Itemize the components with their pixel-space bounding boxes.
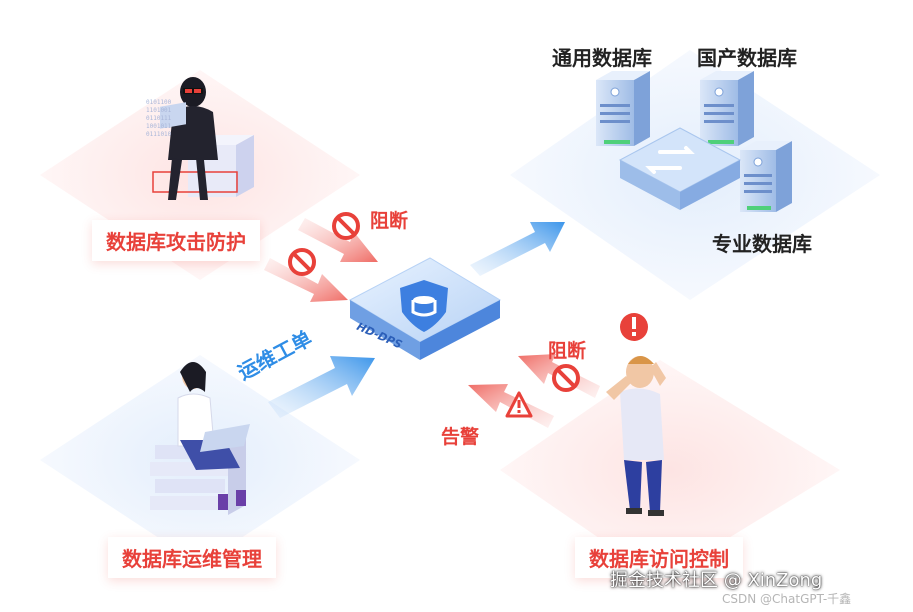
svg-text:1001011: 1001011 bbox=[146, 123, 172, 130]
block-icon bbox=[332, 212, 360, 240]
svg-text:0110111: 0110111 bbox=[146, 115, 172, 122]
module-access-control-label: 数据库访问控制 bbox=[575, 537, 743, 578]
db-general-label: 通用数据库 bbox=[552, 46, 652, 70]
watermark-sub: CSDN @ChatGPT-千鑫 bbox=[722, 592, 852, 606]
watermark-main: 掘金技术社区 @ XinZong bbox=[610, 570, 823, 591]
db-domestic-label: 国产数据库 bbox=[697, 46, 797, 70]
hd-dps-device bbox=[348, 257, 502, 360]
block-icon bbox=[288, 248, 316, 276]
arrow-attack-lower bbox=[264, 258, 348, 302]
block-icon bbox=[552, 364, 580, 392]
server-general-icon bbox=[596, 71, 650, 146]
block-label-top: 阻断 bbox=[370, 210, 409, 232]
switch-icon bbox=[618, 127, 742, 210]
module-ops-management-label: 数据库运维管理 bbox=[108, 537, 276, 578]
hacker-illustration: 0101100 1101001 0110111 1001011 0111010 bbox=[146, 77, 254, 200]
block-label-right: 阻断 bbox=[548, 340, 587, 362]
svg-text:1101001: 1101001 bbox=[146, 107, 172, 114]
svg-text:0101100: 0101100 bbox=[146, 99, 172, 106]
arrow-attack-upper bbox=[298, 218, 378, 262]
warning-icon bbox=[505, 391, 533, 418]
server-domestic-icon bbox=[700, 71, 754, 146]
module-attack-protection-label: 数据库攻击防护 bbox=[92, 220, 260, 261]
arrow-ops-ticket bbox=[268, 356, 375, 418]
alert-label: 告警 bbox=[441, 426, 480, 448]
operator-illustration bbox=[150, 362, 250, 515]
arrow-to-databases bbox=[470, 222, 565, 276]
db-specialized-label: 专业数据库 bbox=[712, 232, 812, 256]
svg-text:0111010: 0111010 bbox=[146, 131, 172, 138]
server-specialized-icon bbox=[740, 141, 792, 212]
bg-access-zone bbox=[500, 360, 840, 580]
confused-user-illustration bbox=[606, 313, 666, 516]
